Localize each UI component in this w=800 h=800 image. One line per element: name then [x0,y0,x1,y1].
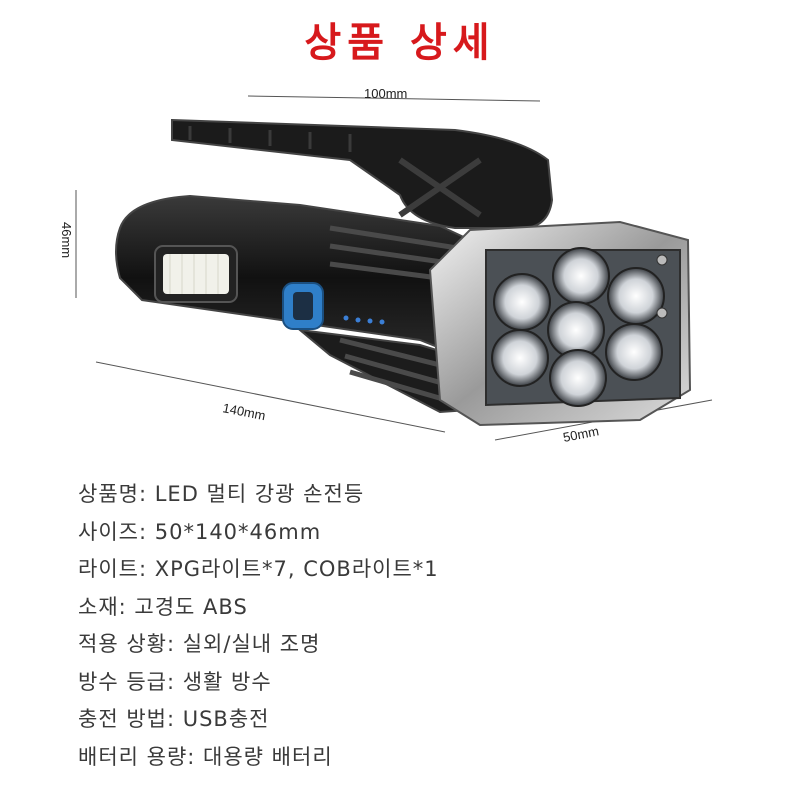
spec-label: 충전 방법 [78,707,167,731]
spec-row-waterproof: 방수 등급: 생활 방수 [78,669,272,694]
flashlight-body [115,194,471,414]
spec-row-size: 사이즈: 50*140*46mm [78,519,322,544]
spec-label: 사이즈 [78,519,139,544]
spec-label: 소재 [78,594,119,619]
spec-row-material: 소재: 고경도 ABS [78,594,248,619]
spec-label: 방수 등급 [78,669,167,694]
dimension-width-label: 100mm [364,86,407,101]
spec-label: 적용 상황 [78,632,167,656]
spec-value: 고경도 ABS [134,594,248,619]
dimension-height-label: 46mm [59,222,74,258]
spec-list: 상품명: LED 멀티 강광 손전등 사이즈: 50*140*46mm 라이트:… [78,476,439,776]
dimension-length-label: 140mm [221,400,266,423]
flashlight-handle [171,118,554,230]
spec-value: 실외/실내 조명 [182,632,321,656]
spec-value: LED 멀티 강광 손전등 [154,482,365,506]
spec-label: 상품명 [78,482,139,506]
spec-row-charging: 충전 방법: USB충전 [78,707,270,731]
page-title: 상품 상세 [304,20,496,66]
spec-value: 대용량 배터리 [203,744,333,769]
spec-row-product-name: 상품명: LED 멀티 강광 손전등 [78,482,365,506]
spec-label: 라이트 [78,557,139,581]
spec-value: 생활 방수 [182,669,272,694]
spec-row-battery: 배터리 용량: 대용량 배터리 [78,744,333,769]
led-array [491,247,665,407]
flashlight-head [428,220,692,427]
spec-value: XPG라이트*7, COB라이트*1 [154,557,439,581]
spec-row-usage: 적용 상황: 실외/실내 조명 [78,632,321,656]
spec-value: 50*140*46mm [154,519,322,544]
spec-value: USB충전 [182,707,270,731]
dimension-depth-label: 50mm [562,423,600,445]
flashlight-product-image: 100mm 46mm 140mm 50mm [59,86,713,445]
spec-label: 배터리 용량 [78,744,188,769]
spec-row-light: 라이트: XPG라이트*7, COB라이트*1 [78,557,439,581]
